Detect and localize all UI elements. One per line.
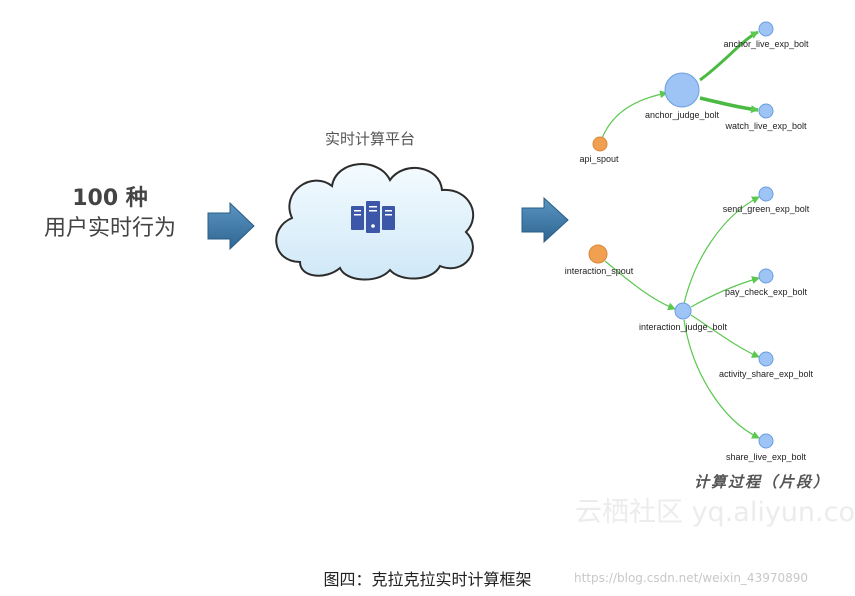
api-spout-label: api_spout	[579, 154, 619, 164]
anchor-judge-bolt-label: anchor_judge_bolt	[645, 110, 720, 120]
figure-caption: 图四：克拉克拉实时计算框架	[323, 570, 532, 589]
watermark: 云栖社区 yq.aliyun.com	[575, 497, 855, 528]
csdn-url: https://blog.csdn.net/weixin_43970890	[574, 571, 809, 585]
interaction-spout-label: interaction_spout	[565, 266, 634, 276]
user-behavior-label: 100 种 用户实时行为	[20, 184, 200, 244]
interaction-judge-bolt-node	[674, 302, 692, 320]
pay-check-exp-bolt-label: pay_check_exp_bolt	[725, 287, 808, 297]
anchor-live-exp-bolt-label: anchor_live_exp_bolt	[723, 39, 809, 49]
api-spout-node	[592, 136, 608, 152]
watch-live-exp-bolt-node	[758, 103, 774, 119]
share-live-exp-bolt-node	[758, 433, 774, 449]
watch-live-exp-bolt-label: watch_live_exp_bolt	[724, 121, 807, 131]
share-live-exp-bolt-label: share_live_exp_bolt	[726, 452, 807, 462]
activity-share-exp-bolt-label: activity_share_exp_bolt	[719, 369, 814, 379]
interaction-judge-bolt-label: interaction_judge_bolt	[639, 322, 728, 332]
behavior-desc: 用户实时行为	[43, 216, 176, 241]
activity-share-exp-bolt-node	[758, 351, 774, 367]
topology-caption: 计算过程（片段）	[694, 473, 831, 491]
anchor-judge-bolt-node	[664, 72, 700, 108]
anchor-live-exp-bolt-node	[758, 21, 774, 37]
behavior-count: 100 种	[72, 186, 148, 211]
send-green-exp-bolt-node	[758, 186, 774, 202]
output-arrow	[521, 196, 569, 244]
cloud-title: 实时计算平台	[324, 130, 415, 148]
interaction-spout-node	[588, 244, 608, 264]
bottom-topology-edges	[604, 196, 760, 439]
pay-check-exp-bolt-node	[758, 268, 774, 284]
input-arrow	[207, 201, 255, 251]
top-topology-edges	[600, 30, 759, 142]
send-green-exp-bolt-label: send_green_exp_bolt	[723, 204, 810, 214]
server-rack-icon	[351, 201, 395, 233]
